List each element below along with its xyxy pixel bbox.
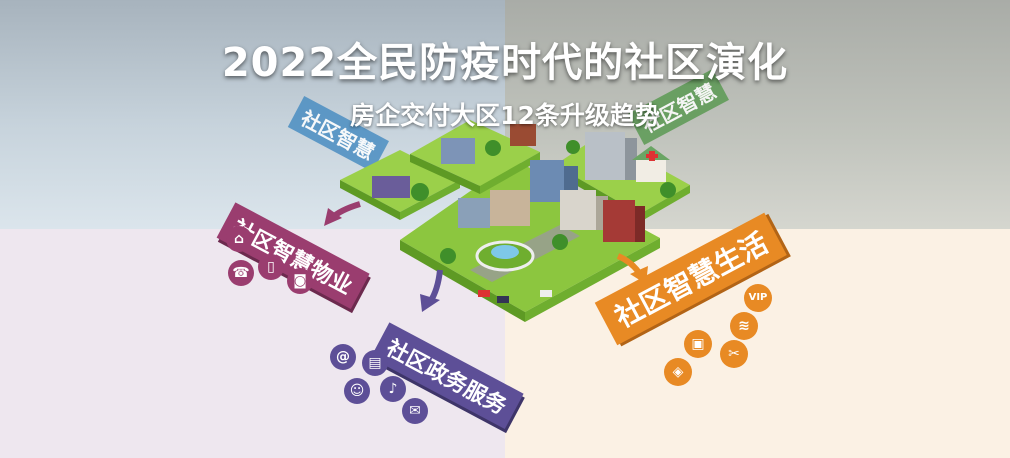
home-icon: ⌂: [226, 226, 252, 252]
arrow-left-icon: [324, 208, 342, 226]
car: [478, 290, 490, 297]
people-icon: ☺: [344, 378, 370, 404]
building-group: [372, 124, 670, 242]
tablet-icon: ▯: [258, 254, 284, 280]
car: [540, 290, 552, 297]
page-subtitle: 房企交付大区12条升级趋势: [350, 101, 660, 130]
car-icon: ◈: [664, 358, 692, 386]
page-title: 2022全民防疫时代的社区演化: [221, 40, 789, 86]
vip-icon: VIP: [744, 284, 772, 312]
trees: [411, 140, 676, 264]
at-sign-icon: @: [330, 344, 356, 370]
car: [497, 296, 509, 303]
scissors-icon: ✂: [720, 340, 748, 368]
phone-icon: ☎: [228, 260, 254, 286]
camera-icon: ◙: [287, 268, 313, 294]
shopping-icon: ▣: [684, 330, 712, 358]
mail-icon: ✉: [402, 398, 428, 424]
document-icon: ▤: [362, 350, 388, 376]
arrow-down-left-icon: [420, 294, 440, 312]
fountain: [475, 240, 535, 272]
microphone-icon: ♪: [380, 376, 406, 402]
wifi-icon: ≋: [730, 312, 758, 340]
